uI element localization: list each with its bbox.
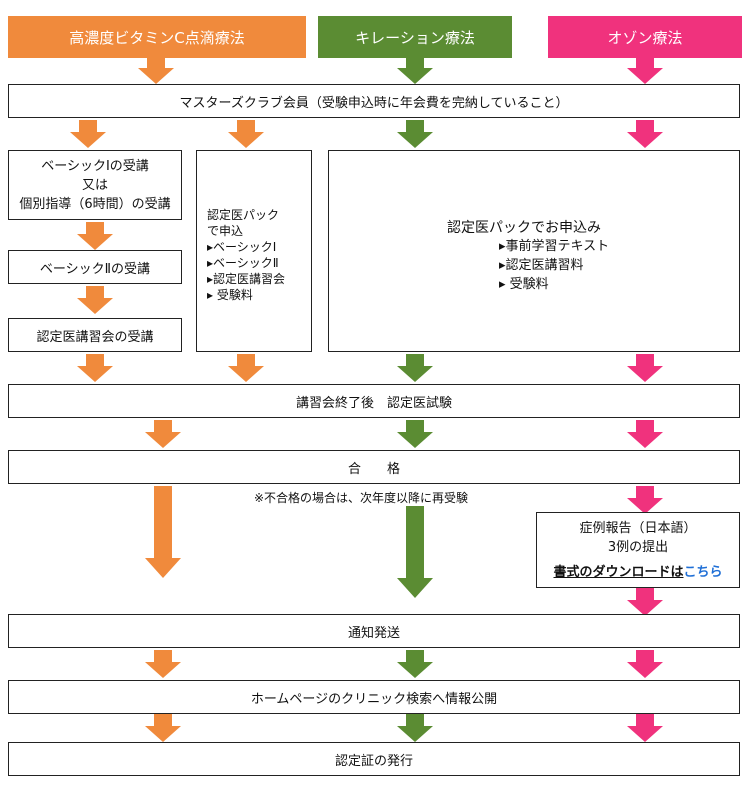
arrow-down-icon xyxy=(627,714,663,742)
pack-big-item3: ▸ 受験料 xyxy=(499,277,549,292)
notify-text: 通知発送 xyxy=(347,625,400,641)
header-chelation: キレーション療法 xyxy=(318,16,512,58)
pack-line3: ▸ベーシックⅠ xyxy=(207,240,277,254)
basic1-line3: 個別指導（6時間）の受講 xyxy=(19,196,171,212)
pack-big-item1: ▸事前学習テキスト xyxy=(499,239,610,254)
arrow-down-icon xyxy=(627,354,663,382)
arrow-down-icon xyxy=(627,120,663,148)
case-report-line1: 症例報告（日本語） xyxy=(579,521,697,536)
header-vitamin-c: 高濃度ビタミンC点滴療法 xyxy=(8,16,306,58)
membership-box: マスターズクラブ会員（受験申込時に年会費を完納していること） xyxy=(8,84,740,118)
arrow-down-icon xyxy=(397,120,433,148)
arrow-down-icon xyxy=(397,56,433,84)
seminar-text: 認定医講習会の受講 xyxy=(36,329,154,345)
header-chelation-label: キレーション療法 xyxy=(355,28,475,47)
notify-box: 通知発送 xyxy=(8,614,740,648)
arrow-down-icon xyxy=(145,420,181,448)
download-text: 書式のダウンロードは xyxy=(553,565,684,580)
arrow-down-icon xyxy=(397,506,433,598)
pack-box: 認定医パック で申込 ▸ベーシックⅠ ▸ベーシックⅡ ▸認定医講習会 ▸ 受験料 xyxy=(196,150,312,352)
arrow-down-icon xyxy=(397,354,433,382)
download-link[interactable]: こちら xyxy=(683,565,723,580)
pack-line2: で申込 xyxy=(207,224,244,238)
case-report-box: 症例報告（日本語） 3例の提出 書式のダウンロードはこちら xyxy=(536,512,740,588)
arrow-down-icon xyxy=(627,420,663,448)
pack-line1: 認定医パック xyxy=(207,208,280,222)
seminar-box: 認定医講習会の受講 xyxy=(8,318,182,352)
arrow-down-icon xyxy=(77,286,113,314)
exam-box: 講習会終了後 認定医試験 xyxy=(8,384,740,418)
arrow-down-icon xyxy=(77,222,113,250)
arrow-down-icon xyxy=(145,486,181,578)
header-ozone-label: オゾン療法 xyxy=(607,28,683,47)
arrow-down-icon xyxy=(627,486,663,514)
arrow-down-icon xyxy=(145,714,181,742)
publish-text: ホームページのクリニック検索へ情報公開 xyxy=(250,691,498,707)
download-row: 書式のダウンロードはこちら xyxy=(537,563,739,582)
arrow-down-icon xyxy=(627,56,663,84)
arrow-down-icon xyxy=(77,354,113,382)
basic2-box: ベーシックⅡの受講 xyxy=(8,250,182,284)
exam-text: 講習会終了後 認定医試験 xyxy=(295,395,452,411)
arrow-down-icon xyxy=(397,714,433,742)
arrow-down-icon xyxy=(397,420,433,448)
arrow-down-icon xyxy=(228,120,264,148)
publish-box: ホームページのクリニック検索へ情報公開 xyxy=(8,680,740,714)
arrow-down-icon xyxy=(138,56,174,84)
pack-big-box: 認定医パックでお申込み ▸事前学習テキスト ▸認定医講習料 ▸ 受験料 xyxy=(328,150,740,352)
pack-line4: ▸ベーシックⅡ xyxy=(207,256,279,270)
arrow-down-icon xyxy=(70,120,106,148)
header-ozone: オゾン療法 xyxy=(548,16,742,58)
pack-big-items: ▸事前学習テキスト ▸認定医講習料 ▸ 受験料 xyxy=(499,237,609,294)
certificate-box: 認定証の発行 xyxy=(8,742,740,776)
basic2-text: ベーシックⅡの受講 xyxy=(39,261,151,277)
pack-big-title: 認定医パックでお申込み xyxy=(447,220,601,236)
arrow-down-icon xyxy=(627,588,663,616)
pass-box: 合 格 xyxy=(8,450,740,484)
basic1-line1: ベーシックⅠの受講 xyxy=(41,158,149,174)
certificate-text: 認定証の発行 xyxy=(334,753,413,769)
pass-text: 合 格 xyxy=(347,461,400,477)
header-vitamin-c-label: 高濃度ビタミンC点滴療法 xyxy=(69,28,245,47)
arrow-down-icon xyxy=(397,650,433,678)
arrow-down-icon xyxy=(145,650,181,678)
pack-line6: ▸ 受験料 xyxy=(207,288,253,302)
pack-line5: ▸認定医講習会 xyxy=(207,272,286,286)
pack-big-item2: ▸認定医講習料 xyxy=(499,258,584,273)
case-report-line2: 3例の提出 xyxy=(607,540,669,555)
arrow-down-icon xyxy=(228,354,264,382)
basic1-line2: 又は xyxy=(81,177,108,193)
fail-note: ※不合格の場合は、次年度以降に再受験 xyxy=(254,491,469,505)
arrow-down-icon xyxy=(627,650,663,678)
membership-text: マスターズクラブ会員（受験申込時に年会費を完納していること） xyxy=(179,95,569,111)
basic1-box: ベーシックⅠの受講 又は 個別指導（6時間）の受講 xyxy=(8,150,182,220)
